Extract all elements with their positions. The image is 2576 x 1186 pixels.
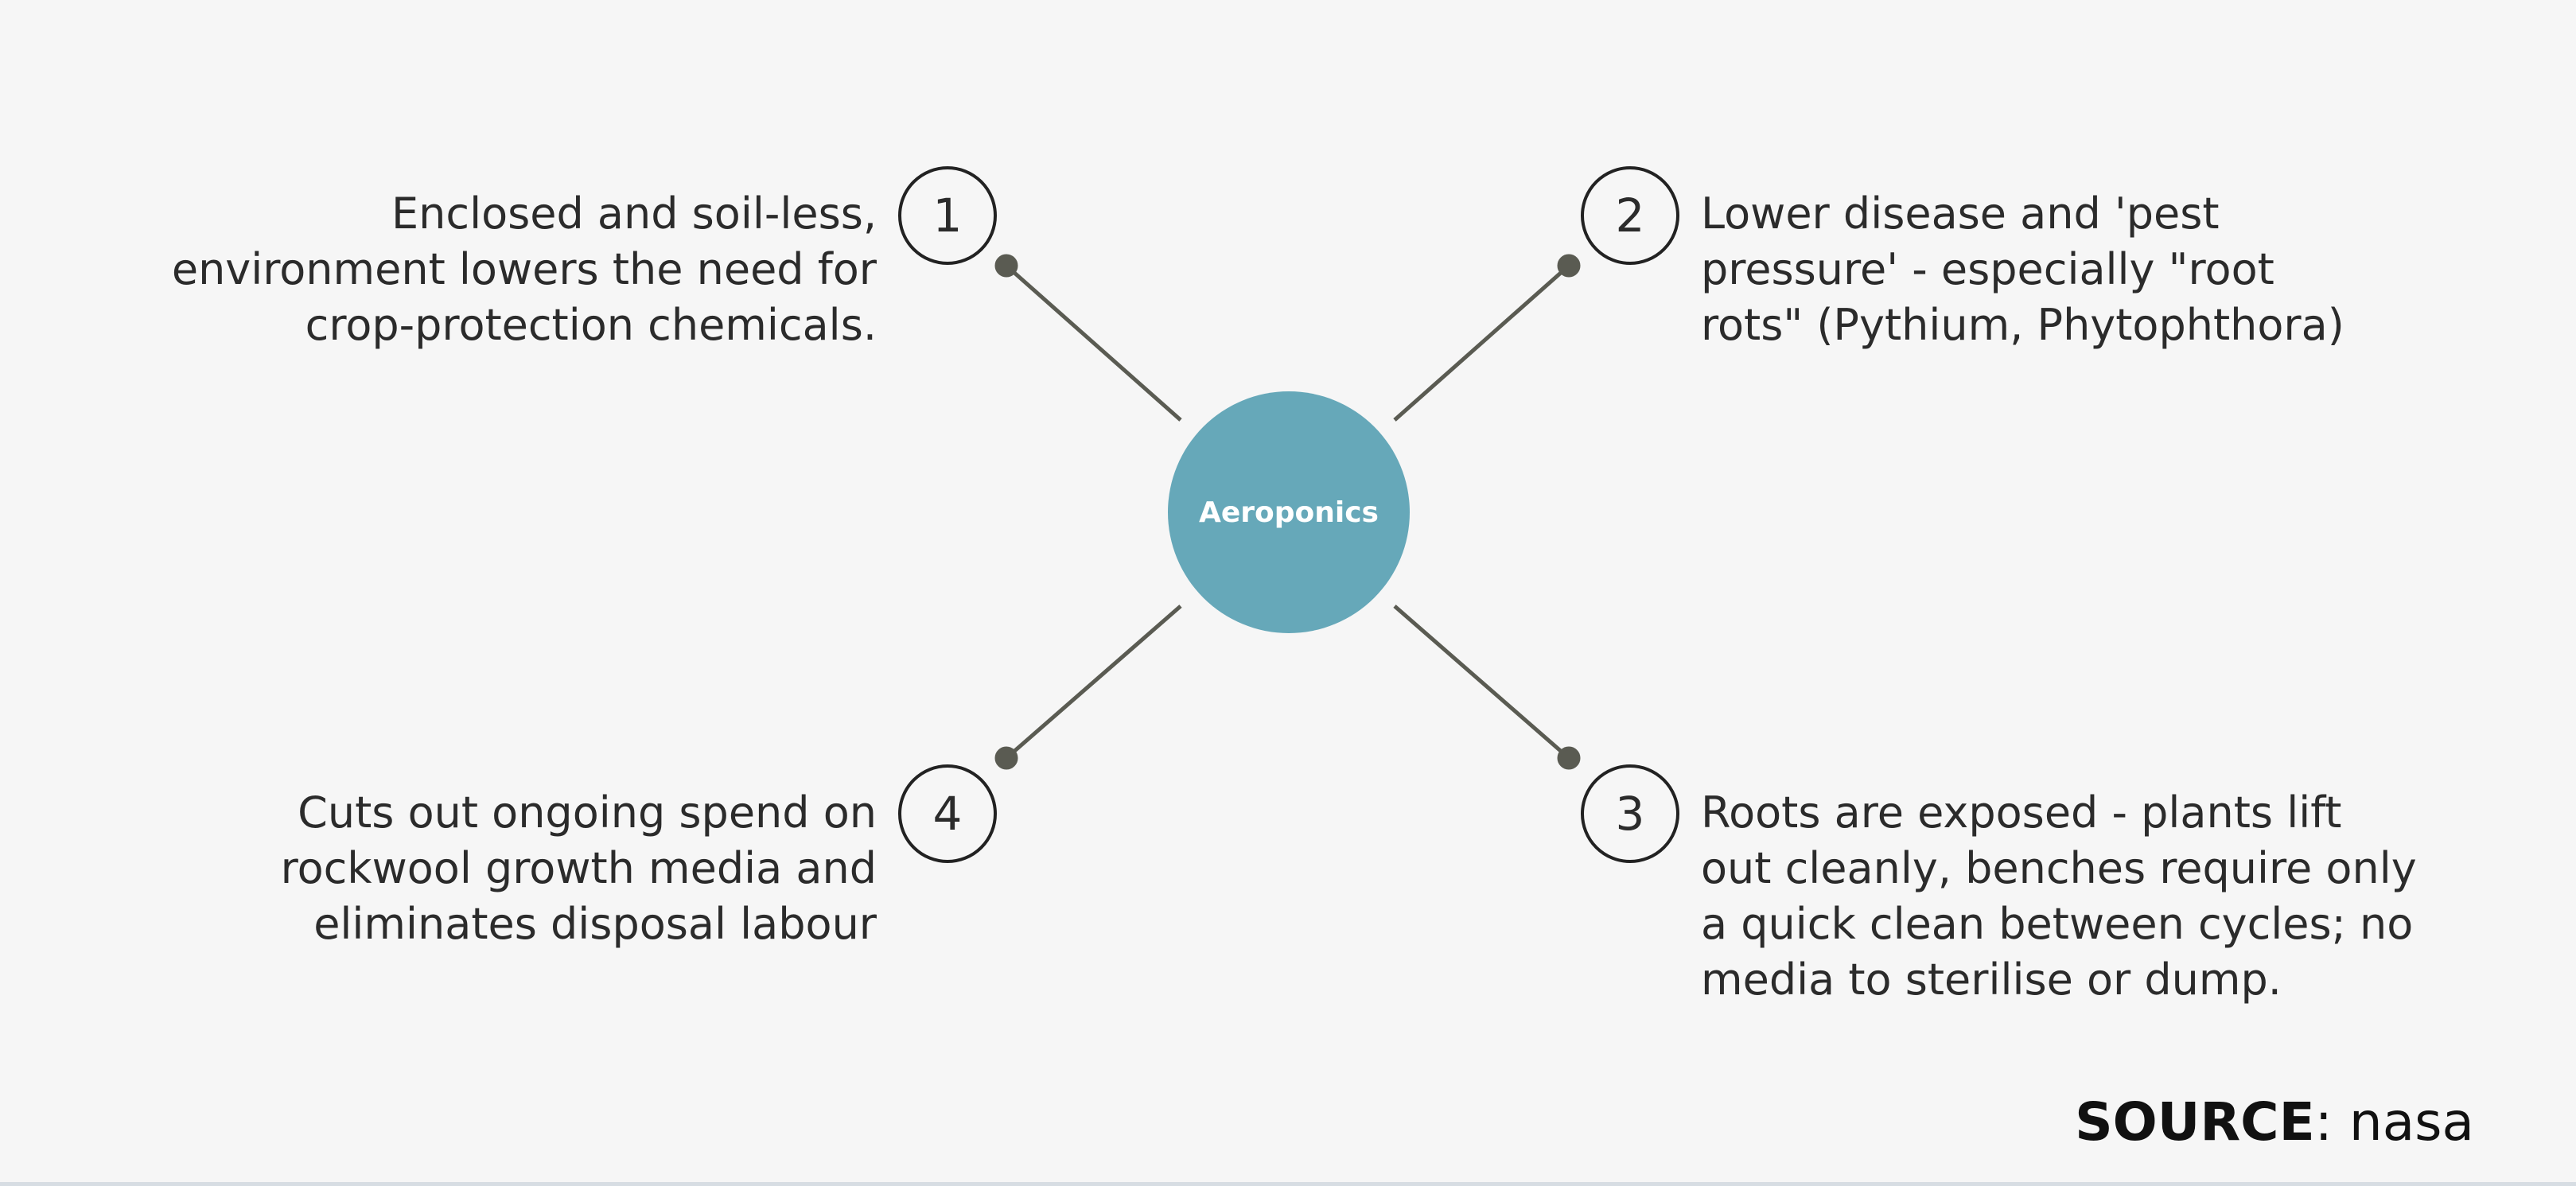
point-4-text: Cuts out ongoing spend on rockwool growt…: [281, 785, 877, 952]
point-2-text: Lower disease and 'pest pressure' - espe…: [1701, 186, 2344, 353]
point-3-line-3: a quick clean between cycles; no: [1701, 899, 2414, 949]
point-3-number-badge: 3: [1581, 764, 1679, 863]
point-4-number-badge: 4: [898, 764, 997, 863]
connector-line-1: [1005, 264, 1182, 422]
point-3-line-2: out cleanly, benches require only: [1701, 843, 2417, 893]
connector-dot-2: [1557, 254, 1581, 278]
source-credit: SOURCE: nasa: [2075, 1091, 2474, 1153]
point-4-line-3: eliminates disposal labour: [313, 899, 877, 949]
point-4-line-1: Cuts out ongoing spend on: [298, 787, 877, 838]
connector-dot-3: [1557, 746, 1581, 770]
point-1-line-2: environment lowers the need for: [171, 244, 877, 294]
point-1-text: Enclosed and soil-less, environment lowe…: [172, 186, 877, 353]
point-1-number-badge: 1: [898, 166, 997, 265]
connector-dot-4: [994, 746, 1018, 770]
point-1-line-3: crop-protection chemicals.: [305, 300, 877, 350]
connector-line-4: [1005, 605, 1182, 760]
bottom-divider: [0, 1182, 2576, 1186]
point-3-text: Roots are exposed - plants lift out clea…: [1701, 785, 2417, 1008]
point-2-line-3: rots" (Pythium, Phytophthora): [1701, 300, 2344, 350]
source-label: SOURCE: [2075, 1091, 2315, 1153]
source-value: : nasa: [2314, 1091, 2474, 1153]
point-2-line-1: Lower disease and 'pest: [1701, 189, 2220, 239]
point-3-line-1: Roots are exposed - plants lift: [1701, 787, 2342, 838]
point-1-line-1: Enclosed and soil-less,: [391, 189, 877, 239]
connector-dot-1: [994, 254, 1018, 278]
center-node: Aeroponics: [1168, 391, 1410, 633]
point-3-line-4: media to sterilise or dump.: [1701, 955, 2282, 1005]
connector-line-2: [1393, 264, 1570, 422]
connector-line-3: [1393, 605, 1570, 760]
point-2-number-badge: 2: [1581, 166, 1679, 265]
point-4-line-2: rockwool growth media and: [280, 843, 877, 893]
center-label: Aeroponics: [1198, 496, 1379, 529]
point-2-line-2: pressure' - especially "root: [1701, 244, 2274, 294]
